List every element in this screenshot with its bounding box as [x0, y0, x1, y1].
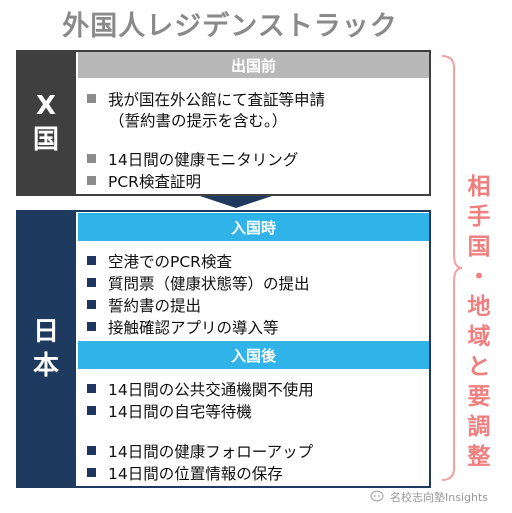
square-bullet-icon [87, 154, 96, 163]
pre-departure-list: 我が国在外公館にて査証等申請 （誓約書の提示を含む。） 14日間の健康モニタリン… [87, 88, 427, 191]
post-arrival-header: 入国後 [78, 341, 429, 369]
square-bullet-icon [87, 94, 96, 103]
square-bullet-icon [87, 256, 96, 265]
side-note: 相 手 国 ・ 地 域 と 要 調 整 [467, 174, 491, 470]
list-item: 質問票（健康状態等）の提出 [87, 272, 310, 294]
list-item: 14日間の自宅等待機 [87, 400, 252, 422]
square-bullet-icon [87, 300, 96, 309]
page-title: 外国人レジデンストラック [62, 11, 398, 42]
post-arrival-list: 14日間の公共交通機関不使用 14日間の自宅等待機 14日間の健康フォローアップ… [87, 378, 427, 484]
arrival-list: 空港でのPCR検査 質問票（健康状態等）の提出 誓約書の提出 接触確認アプリの導… [87, 250, 427, 338]
list-item: 接触確認アプリの導入等 [87, 316, 279, 338]
list-item: PCR検査証明 [87, 170, 201, 192]
square-bullet-icon [87, 176, 96, 185]
foreign-country-label: X 国 [16, 50, 76, 196]
chat-bubble-icon [370, 490, 384, 502]
list-item-note: （誓約書の提示を含む。） [109, 112, 288, 130]
arrival-header: 入国時 [78, 213, 429, 241]
down-arrow-icon [200, 196, 272, 208]
square-bullet-icon [87, 468, 96, 477]
japan-label: 日 本 [16, 210, 76, 488]
watermark: 名校志向塾Insights [370, 486, 510, 508]
pre-departure-header: 出国前 [78, 52, 429, 78]
square-bullet-icon [87, 278, 96, 287]
list-item: 14日間の公共交通機関不使用 [87, 378, 314, 400]
list-item: 14日間の健康フォローアップ [87, 440, 313, 462]
square-bullet-icon [87, 406, 96, 415]
list-item: 我が国在外公館にて査証等申請 [87, 88, 325, 110]
list-item: 14日間の健康モニタリング [87, 148, 298, 170]
list-item: 空港でのPCR検査 [87, 250, 232, 272]
square-bullet-icon [87, 384, 96, 393]
right-brace-icon [441, 55, 462, 481]
square-bullet-icon [87, 322, 96, 331]
list-item: 誓約書の提出 [87, 294, 201, 316]
square-bullet-icon [87, 446, 96, 455]
list-item: 14日間の位置情報の保存 [87, 462, 283, 484]
